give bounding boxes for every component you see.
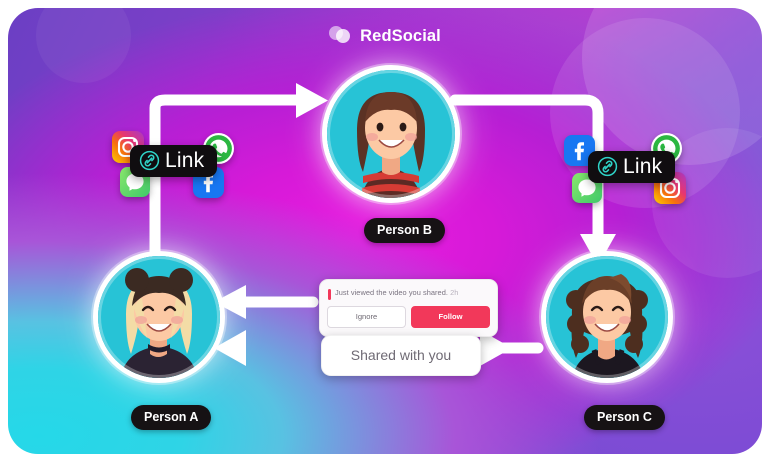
link-badge-left[interactable]: Link [112,131,234,198]
notification-actions: Ignore Follow [327,306,490,328]
link-pill[interactable]: Link [588,151,676,183]
arrowhead-to-person-c-lower [480,330,512,366]
unread-indicator-dot [328,289,331,300]
avatar-person-a[interactable] [98,256,220,378]
person-c-portrait [546,256,668,378]
ignore-button[interactable]: Ignore [327,306,406,328]
avatar-ring [98,256,220,378]
avatar-ring [546,256,668,378]
avatar-ring [327,70,455,198]
arrowhead-to-person-a-lower [214,330,246,366]
link-label: Link [623,155,663,178]
facebook-icon[interactable] [564,135,595,166]
arrowhead-notification-to-person-a [214,285,246,319]
name-pill-person-c: Person C [584,405,665,430]
notification-message: Just viewed the video you shared. 2h [335,288,458,297]
notification-message-row: Just viewed the video you shared. 2h [327,287,490,306]
avatar-person-c[interactable] [546,256,668,378]
notification-timestamp: 2h [450,288,459,297]
notification-message-text: Just viewed the video you shared. [335,288,448,297]
illustration-canvas: RedSocial [8,8,762,454]
two-overlapping-circles-logo-icon [329,26,351,46]
arrowhead-to-person-c [580,234,616,266]
arrowhead-to-person-b [296,83,328,118]
link-pill[interactable]: Link [130,145,218,177]
person-a-portrait [98,256,220,378]
link-badge-right[interactable]: Link [564,133,686,204]
notification-card[interactable]: Just viewed the video you shared. 2h Ign… [319,279,498,337]
chain-link-icon [597,156,618,177]
avatar-person-b[interactable] [327,70,455,198]
chain-link-icon [139,150,160,171]
brand-name: RedSocial [360,26,441,45]
person-b-portrait [327,70,455,198]
name-pill-person-a: Person A [131,405,212,430]
flow-connectors [149,83,616,366]
link-label: Link [165,149,205,172]
follow-button[interactable]: Follow [411,306,490,328]
name-pill-person-b: Person B [364,218,445,243]
brand-logo: RedSocial [8,26,762,46]
shared-with-you-card[interactable]: Shared with you [321,335,481,376]
